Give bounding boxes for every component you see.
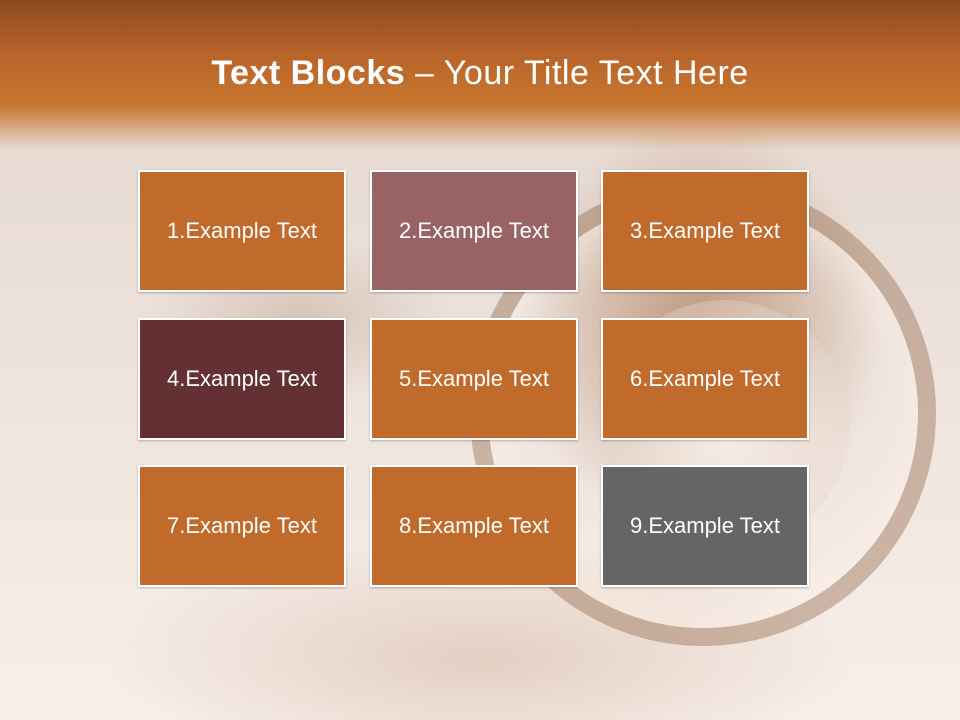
text-block-label: 1.Example Text	[166, 218, 317, 243]
text-block-7[interactable]: 7.Example Text	[138, 465, 346, 587]
text-block-6[interactable]: 6.Example Text	[601, 318, 809, 440]
text-block-3[interactable]: 3.Example Text	[601, 170, 809, 292]
text-block-2[interactable]: 2.Example Text	[370, 170, 578, 292]
text-block-5[interactable]: 5.Example Text	[370, 318, 578, 440]
text-block-label: 7.Example Text	[166, 513, 317, 538]
text-block-label: 9.Example Text	[629, 513, 780, 538]
text-block-label: 2.Example Text	[398, 218, 549, 243]
slide-title: Text Blocks – Your Title Text Here	[0, 54, 960, 93]
text-block-label: 5.Example Text	[398, 366, 549, 391]
text-block-label: 3.Example Text	[629, 218, 780, 243]
text-block-label: 4.Example Text	[166, 366, 317, 391]
text-block-label: 8.Example Text	[398, 513, 549, 538]
title-rest: Your Title Text Here	[443, 54, 749, 92]
text-block-label: 6.Example Text	[629, 366, 780, 391]
text-block-8[interactable]: 8.Example Text	[370, 465, 578, 587]
text-block-4[interactable]: 4.Example Text	[138, 318, 346, 440]
text-block-1[interactable]: 1.Example Text	[138, 170, 346, 292]
title-bold: Text Blocks	[211, 54, 406, 92]
title-bar	[0, 0, 960, 150]
text-block-9[interactable]: 9.Example Text	[601, 465, 809, 587]
title-dash: –	[415, 54, 435, 92]
